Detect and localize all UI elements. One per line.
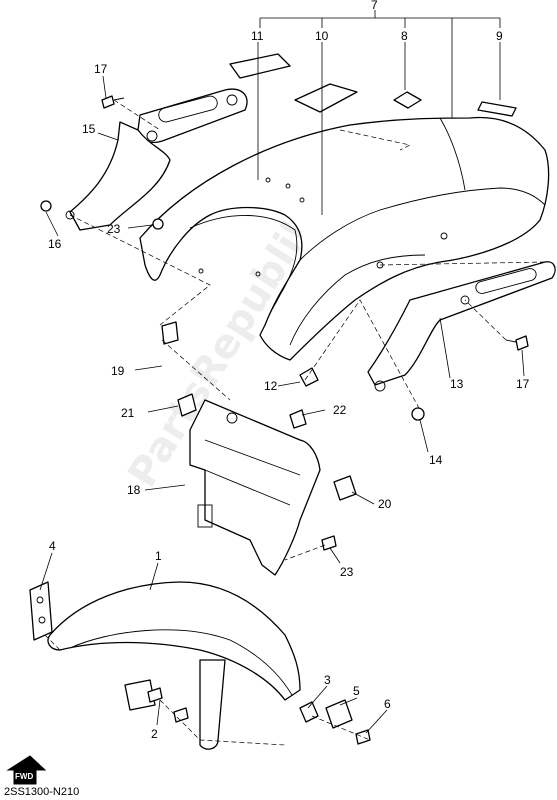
- fwd-label: FWD: [15, 772, 33, 781]
- fwd-arrow-badge: FWD: [6, 755, 47, 785]
- callout-2[interactable]: 2: [151, 727, 158, 741]
- callout-17-left[interactable]: 17: [94, 62, 108, 76]
- callout-10[interactable]: 10: [315, 29, 329, 43]
- callout-23-upper[interactable]: 23: [107, 222, 121, 236]
- callout-3[interactable]: 3: [324, 673, 331, 687]
- damper-21[interactable]: [177, 393, 197, 417]
- plate-4[interactable]: [29, 581, 53, 641]
- callout-9[interactable]: 9: [496, 29, 503, 43]
- bolt-6[interactable]: [355, 729, 371, 745]
- rivet-14[interactable]: [411, 407, 425, 421]
- screw-23-upper[interactable]: [152, 218, 164, 230]
- label-10[interactable]: [294, 83, 358, 113]
- damper-12[interactable]: [299, 367, 319, 387]
- side-cover-15[interactable]: [65, 88, 248, 231]
- callout-8[interactable]: 8: [401, 29, 408, 43]
- bracket-5[interactable]: [325, 699, 353, 729]
- callout-17-right[interactable]: 17: [516, 377, 530, 391]
- callout-12[interactable]: 12: [264, 379, 278, 393]
- assembly-lines: [44, 99, 546, 746]
- callout-18[interactable]: 18: [127, 483, 141, 497]
- callout-21[interactable]: 21: [121, 406, 135, 420]
- callout-11[interactable]: 11: [251, 29, 264, 43]
- callout-1[interactable]: 1: [155, 549, 162, 563]
- front-fender[interactable]: [47, 581, 301, 750]
- bolt-17-right[interactable]: [505, 335, 529, 351]
- callout-5[interactable]: 5: [353, 684, 360, 698]
- side-cover-13[interactable]: [367, 261, 556, 392]
- callout-15[interactable]: 15: [82, 122, 96, 136]
- callout-7[interactable]: 7: [371, 0, 378, 12]
- damper-22[interactable]: [289, 409, 307, 429]
- diagram-code: 2SS1300-N210: [4, 786, 79, 798]
- plate-19[interactable]: [161, 321, 179, 345]
- callout-22[interactable]: 22: [333, 403, 347, 417]
- collar-3[interactable]: [299, 701, 319, 723]
- callout-20[interactable]: 20: [378, 497, 392, 511]
- label-8[interactable]: [393, 91, 422, 109]
- callout-numbers: 7 11 10 8 9 17 15 16 23 19 12 13 17 21 2…: [48, 0, 530, 741]
- bolt-17-left[interactable]: [101, 95, 125, 109]
- bolt-2[interactable]: [147, 687, 189, 723]
- collar-16[interactable]: [40, 200, 52, 212]
- leader-lines: [39, 10, 525, 734]
- callout-16[interactable]: 16: [48, 237, 62, 251]
- label-11[interactable]: [229, 53, 291, 79]
- callout-19[interactable]: 19: [111, 364, 125, 378]
- callout-4[interactable]: 4: [49, 539, 56, 553]
- screw-23-lower[interactable]: [321, 535, 337, 551]
- damper-20[interactable]: [333, 475, 357, 501]
- callout-6[interactable]: 6: [384, 697, 391, 711]
- callout-14[interactable]: 14: [429, 453, 443, 467]
- rear-fender[interactable]: [139, 116, 550, 361]
- callout-23-lower[interactable]: 23: [340, 565, 354, 579]
- bracket-18[interactable]: [189, 399, 321, 576]
- callout-13[interactable]: 13: [450, 377, 464, 391]
- label-9[interactable]: [477, 101, 517, 117]
